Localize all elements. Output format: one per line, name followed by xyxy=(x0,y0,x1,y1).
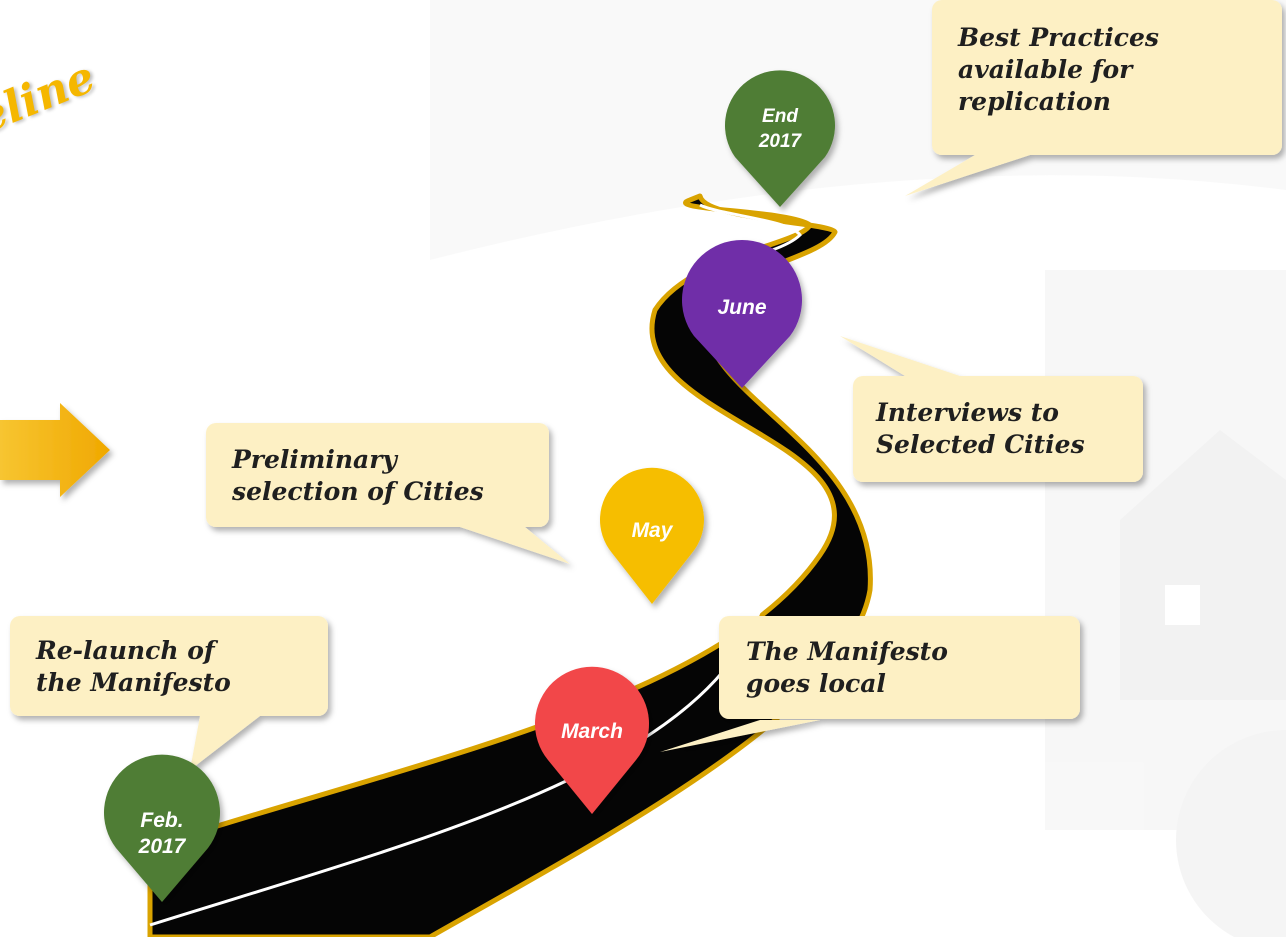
callout-line: selection of Cities xyxy=(232,477,484,506)
pin-label-line: Feb. xyxy=(140,809,184,832)
callout-line: Preliminary xyxy=(232,445,397,474)
pin-label-line: 2017 xyxy=(758,131,802,152)
callout-text-interviews: Interviews to Selected Cities xyxy=(876,397,1085,461)
map-pin-icon xyxy=(600,467,704,604)
callout-line: The Manifesto xyxy=(746,637,948,666)
pin-label-feb-2017: Feb. 2017 xyxy=(112,808,212,860)
callout-manifesto-local xyxy=(660,616,1080,752)
pin-label-june: June xyxy=(717,296,767,319)
pin-label-end-2017: End 2017 xyxy=(730,104,830,154)
callout-line: the Manifesto xyxy=(36,668,231,697)
map-pin-icon xyxy=(725,70,835,207)
callout-re-launch xyxy=(10,616,328,770)
callout-line: available for xyxy=(958,55,1133,84)
callout-interviews xyxy=(840,336,1143,482)
callout-text-best-practices: Best Practices available for replication xyxy=(958,22,1159,118)
road xyxy=(147,193,873,937)
right-arrow-icon xyxy=(0,403,110,497)
callout-text-preliminary: Preliminary selection of Cities xyxy=(232,444,484,508)
pin-label-march: March xyxy=(561,720,623,743)
callout-line: Re-launch of xyxy=(36,636,215,665)
map-pin-icon xyxy=(104,754,220,902)
pin-label-may: May xyxy=(631,519,673,542)
callout-best-practices xyxy=(905,0,1282,196)
callout-line: goes local xyxy=(746,669,886,698)
callout-line: replication xyxy=(958,87,1111,116)
pin-label-line: 2017 xyxy=(138,835,186,858)
map-pin-icon xyxy=(535,666,650,814)
callout-line: Best Practices xyxy=(958,23,1160,52)
callout-line: Interviews to xyxy=(876,398,1059,427)
callout-line: Selected Cities xyxy=(876,430,1085,459)
callout-text-re-launch: Re-launch of the Manifesto xyxy=(36,635,231,699)
map-pin-icon xyxy=(682,240,803,388)
callout-text-manifesto-local: The Manifesto goes local xyxy=(746,636,948,700)
callout-preliminary xyxy=(206,423,570,564)
pin-label-line: End xyxy=(762,106,798,127)
